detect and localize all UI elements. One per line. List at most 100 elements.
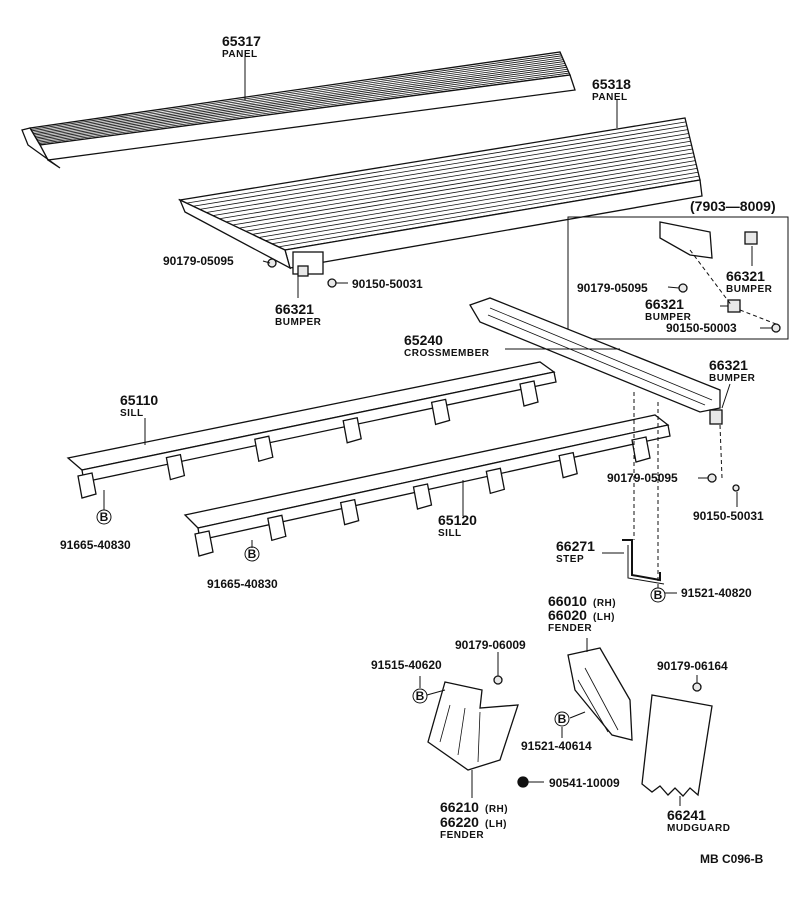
step-66271-drawing bbox=[622, 539, 665, 585]
sill-bracket bbox=[77, 472, 97, 499]
corrugation-rib bbox=[225, 144, 692, 223]
part-name-panel: PANEL bbox=[222, 49, 258, 60]
part-number-91515-40620: 91515-40620 bbox=[371, 658, 442, 672]
corrugation-rib bbox=[31, 55, 562, 132]
part-number-66210: 66210 bbox=[440, 799, 479, 815]
part-number-90150-50031: 90150-50031 bbox=[693, 509, 764, 523]
part-number-66321: 66321 bbox=[275, 301, 314, 317]
part-number-66241: 66241 bbox=[667, 807, 706, 823]
panel-65317-drawing bbox=[21, 51, 576, 169]
part-number-66010: 66010 bbox=[548, 593, 587, 609]
part-number-90179-05095: 90179-05095 bbox=[163, 254, 234, 268]
corrugation-rib bbox=[186, 121, 687, 204]
part-name-bumper: BUMPER bbox=[726, 284, 773, 295]
fender-66010-drawing bbox=[567, 647, 633, 741]
sill-bracket bbox=[342, 417, 362, 444]
part-number-91521-40820: 91521-40820 bbox=[681, 586, 752, 600]
corrugation-rib bbox=[34, 63, 566, 137]
corrugation-rib bbox=[30, 53, 561, 130]
corrugation-rib bbox=[206, 133, 689, 213]
part-number-66321: 66321 bbox=[709, 357, 748, 373]
corrugation-rib bbox=[271, 171, 699, 245]
part-number-65110: 65110 bbox=[120, 392, 158, 408]
corrugation-rib bbox=[212, 136, 690, 217]
corrugation-rib bbox=[245, 156, 695, 232]
sill-bracket bbox=[267, 514, 287, 542]
sill-bracket bbox=[412, 483, 433, 510]
part-number-91665-40830: 91665-40830 bbox=[60, 538, 131, 552]
part-number-91521-40614: 91521-40614 bbox=[521, 739, 592, 753]
corrugation-rib bbox=[219, 140, 691, 220]
sill-65110-drawing bbox=[66, 361, 557, 499]
crossmember-65240-drawing bbox=[469, 297, 723, 425]
part-name-fender: FENDER bbox=[548, 623, 592, 634]
sill-bracket bbox=[194, 530, 214, 557]
sill-65120-drawing bbox=[183, 414, 671, 557]
corrugation-rib bbox=[35, 65, 566, 139]
part-side-lh: (LH) bbox=[485, 819, 507, 830]
inset-box bbox=[567, 216, 789, 340]
corrugation-rib bbox=[265, 167, 698, 242]
callout-b-label: B bbox=[558, 712, 567, 726]
bumper-66321-drawing bbox=[292, 251, 324, 277]
part-number-91665-40830: 91665-40830 bbox=[207, 577, 278, 591]
part-number-90150-50031: 90150-50031 bbox=[352, 277, 423, 291]
corrugation-rib bbox=[238, 152, 694, 229]
sill-bracket bbox=[430, 398, 451, 426]
corrugation-rib bbox=[32, 57, 563, 133]
part-name-panel: PANEL bbox=[592, 92, 628, 103]
part-side-rh: (RH) bbox=[485, 804, 508, 815]
part-name-crossmember: CROSSMEMBER bbox=[404, 348, 490, 359]
part-name-sill: SILL bbox=[120, 408, 144, 419]
part-number-90179-06164: 90179-06164 bbox=[657, 659, 728, 673]
part-name-bumper: BUMPER bbox=[709, 373, 756, 384]
corrugation-rib bbox=[199, 129, 688, 210]
callout-b-label: B bbox=[100, 510, 109, 524]
sill-bracket bbox=[485, 467, 506, 495]
part-number-66271: 66271 bbox=[556, 538, 595, 554]
part-number-65120: 65120 bbox=[438, 512, 477, 528]
part-number-90541-10009: 90541-10009 bbox=[549, 776, 620, 790]
part-number-65317: 65317 bbox=[222, 33, 261, 49]
part-labels: 65317 PANEL 65318 PANEL 90179-05095 9015… bbox=[60, 33, 776, 866]
panel-65318-drawing bbox=[177, 117, 703, 270]
corrugation-rib bbox=[37, 68, 568, 142]
callout-b-label: B bbox=[248, 547, 257, 561]
corrugation-rib bbox=[252, 160, 696, 235]
part-number-90179-05095: 90179-05095 bbox=[577, 281, 648, 295]
part-name-bumper: BUMPER bbox=[275, 317, 322, 328]
fender-66210-drawing bbox=[427, 681, 519, 771]
part-number-90179-05095: 90179-05095 bbox=[607, 471, 678, 485]
sill-bracket bbox=[254, 435, 274, 463]
part-number-90179-06009: 90179-06009 bbox=[455, 638, 526, 652]
part-name-sill: SILL bbox=[438, 528, 462, 539]
part-name-bumper: BUMPER bbox=[645, 312, 692, 323]
corrugation-rib bbox=[34, 61, 565, 136]
part-side-lh: (LH) bbox=[593, 612, 615, 623]
part-number-66220: 66220 bbox=[440, 814, 479, 830]
corrugation-rib bbox=[38, 70, 569, 143]
part-number-66321: 66321 bbox=[726, 268, 765, 284]
diagram-code: MB C096-B bbox=[700, 852, 764, 866]
callout-b-label: B bbox=[654, 588, 663, 602]
part-name-fender: FENDER bbox=[440, 830, 484, 841]
fasteners bbox=[267, 258, 781, 788]
corrugation-rib bbox=[33, 59, 564, 135]
part-name-mudguard: MUDGUARD bbox=[667, 823, 730, 834]
part-number-65240: 65240 bbox=[404, 332, 443, 348]
sill-bracket bbox=[339, 498, 360, 526]
part-number-65318: 65318 bbox=[592, 76, 631, 92]
mudguard-66241-drawing bbox=[641, 694, 713, 797]
sill-bracket bbox=[165, 453, 186, 481]
part-number-66321: 66321 bbox=[645, 296, 684, 312]
callout-circles: B B B B B bbox=[96, 509, 666, 727]
part-side-rh: (RH) bbox=[593, 598, 616, 609]
corrugation-rib bbox=[193, 125, 687, 207]
corrugation-rib bbox=[36, 66, 567, 140]
part-number-66020: 66020 bbox=[548, 607, 587, 623]
corrugation-rib bbox=[258, 164, 697, 238]
part-number-90150-50003: 90150-50003 bbox=[666, 321, 737, 335]
corrugation-rib bbox=[278, 175, 700, 248]
sill-bracket bbox=[558, 451, 578, 479]
